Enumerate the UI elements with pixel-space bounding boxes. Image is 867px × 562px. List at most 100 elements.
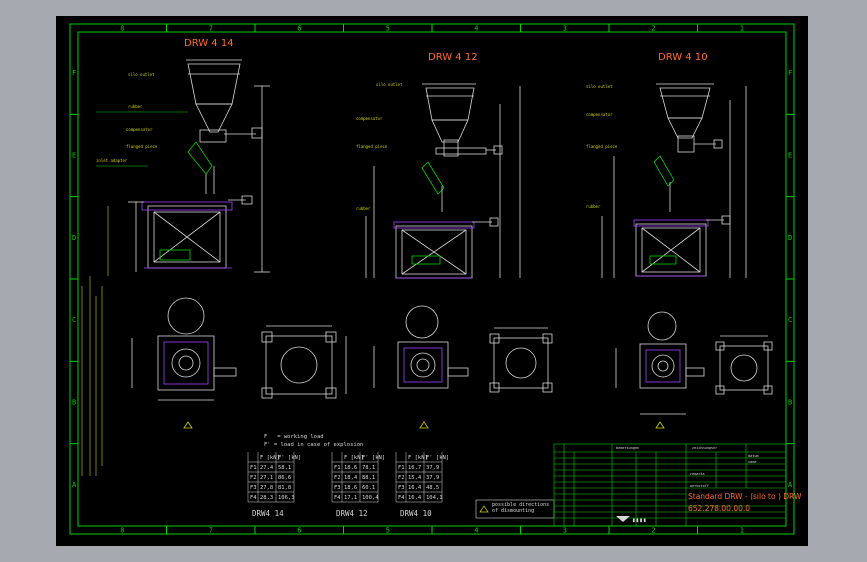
table-cell: 100,4 xyxy=(362,495,379,501)
border-letter-right: A xyxy=(788,481,793,489)
table-cell: F2 xyxy=(334,475,341,481)
table-cell: 86,6 xyxy=(278,475,291,481)
border-number-bottom: 3 xyxy=(563,527,567,535)
dismount-note: possible directions of dismounting xyxy=(492,502,550,514)
border-letter-left: E xyxy=(72,152,76,160)
callout-labels: silo outlet rubber compensator flanged pie… xyxy=(96,72,618,211)
table-cell: 16,4 xyxy=(408,485,422,491)
border-letter-left: C xyxy=(72,316,76,324)
table-cell: F1 xyxy=(334,465,341,471)
table-name: DRW4 14 xyxy=(252,509,284,518)
elevation-drw-4-10 xyxy=(601,83,747,278)
border-number-top: 4 xyxy=(474,25,478,33)
table-cell: 16,4 xyxy=(408,495,422,501)
dismount-note-arrow xyxy=(479,505,489,513)
table-cell: 88,1 xyxy=(362,475,375,481)
border-number-top: 8 xyxy=(120,25,124,33)
table-cell: F2 xyxy=(398,475,405,481)
svg-text:silo outlet: silo outlet xyxy=(586,84,613,89)
elevation-drw-4-12 xyxy=(365,83,521,279)
table-header-f: F [kN] xyxy=(408,455,428,461)
table-cell: 37,9 xyxy=(426,475,439,481)
border-letter-right: F xyxy=(788,69,792,77)
table-name: DRW4 10 xyxy=(400,509,432,518)
border-number-bottom: 1 xyxy=(740,527,744,535)
drawing-number: 652.278.00.00.0 xyxy=(688,504,751,513)
svg-text:bemerkungen: bemerkungen xyxy=(616,446,639,450)
table-cell: 27,8 xyxy=(260,485,273,491)
load-tables-grid xyxy=(247,452,443,503)
svg-text:werkstoff: werkstoff xyxy=(690,484,709,488)
border-number-top: 2 xyxy=(651,25,655,33)
table-cell: 27,1 xyxy=(260,475,273,481)
border-letter-right: C xyxy=(788,316,792,324)
table-header-f-prime: F' [kN] xyxy=(362,455,385,461)
table-cell: F1 xyxy=(250,465,257,471)
table-cell: 18,4 xyxy=(344,475,358,481)
table-cell: 78,1 xyxy=(362,465,375,471)
table-cell: 16,7 xyxy=(408,465,421,471)
border-number-top: 6 xyxy=(297,25,301,33)
table-cell: 28,3 xyxy=(260,495,273,501)
svg-text:silo outlet: silo outlet xyxy=(128,72,155,77)
border-letter-right: E xyxy=(788,152,792,160)
plan-views xyxy=(131,297,773,415)
border-number-top: 1 xyxy=(740,25,744,33)
title-drw-4-10: DRW 4 10 xyxy=(658,52,708,63)
table-header-f: F [kN] xyxy=(260,455,280,461)
drawing-title: Standard DRW - (silo to ) DRW xyxy=(688,492,802,501)
svg-text:flanged piece: flanged piece xyxy=(126,144,158,149)
company-logo-mark: ▮▮▮▮ xyxy=(632,517,646,524)
company-logo xyxy=(616,516,630,522)
table-cell: 18,6 xyxy=(344,485,357,491)
svg-text:datum: datum xyxy=(748,454,759,458)
table-cell: F4 xyxy=(250,495,257,501)
border-letter-left: B xyxy=(72,399,76,407)
border-ticks xyxy=(70,24,794,534)
table-cell: 104,1 xyxy=(426,495,443,501)
table-cell: F3 xyxy=(398,485,405,491)
border-number-top: 5 xyxy=(386,25,390,33)
svg-text:compensator: compensator xyxy=(356,116,383,121)
table-cell: 27,4 xyxy=(260,465,274,471)
border-number-top: 3 xyxy=(563,25,567,33)
border-number-bottom: 7 xyxy=(209,527,213,535)
table-name: DRW4 12 xyxy=(336,509,368,518)
table-cell: 58,1 xyxy=(278,465,291,471)
table-header-f-prime: F' [kN] xyxy=(426,455,449,461)
table-header-f-prime: F' [kN] xyxy=(278,455,301,461)
table-cell: F1 xyxy=(398,465,405,471)
border-letter-right: D xyxy=(788,234,792,242)
svg-text:flanged piece: flanged piece xyxy=(356,144,388,149)
border-number-bottom: 6 xyxy=(297,527,301,535)
table-cell: 106,3 xyxy=(278,495,295,501)
svg-text:silo outlet: silo outlet xyxy=(376,82,403,87)
vertical-notes xyxy=(81,206,109,476)
title-block xyxy=(553,443,787,527)
border-number-bottom: 4 xyxy=(474,527,478,535)
border-letter-left: F xyxy=(72,69,76,77)
table-header-f: F [kN] xyxy=(344,455,364,461)
table-cell: F3 xyxy=(334,485,341,491)
border-number-bottom: 5 xyxy=(386,527,390,535)
table-cell: 17,1 xyxy=(344,495,357,501)
border-letter-left: A xyxy=(72,481,77,489)
table-cell: 15,4 xyxy=(408,475,422,481)
table-cell: F3 xyxy=(250,485,257,491)
title-drw-4-14: DRW 4 14 xyxy=(184,38,234,49)
table-cell: F4 xyxy=(334,495,341,501)
table-cell: 81,8 xyxy=(278,485,291,491)
table-cell: 18,6 xyxy=(344,465,357,471)
table-cell: 48,5 xyxy=(426,485,439,491)
svg-text:name: name xyxy=(748,460,756,464)
elevation-drw-4-14 xyxy=(96,59,270,273)
svg-text:rubber: rubber xyxy=(128,104,143,109)
legend-working-load: F = working load xyxy=(264,434,324,440)
svg-text:zeichnungsnr: zeichnungsnr xyxy=(692,446,717,450)
border-number-top: 7 xyxy=(209,25,213,33)
